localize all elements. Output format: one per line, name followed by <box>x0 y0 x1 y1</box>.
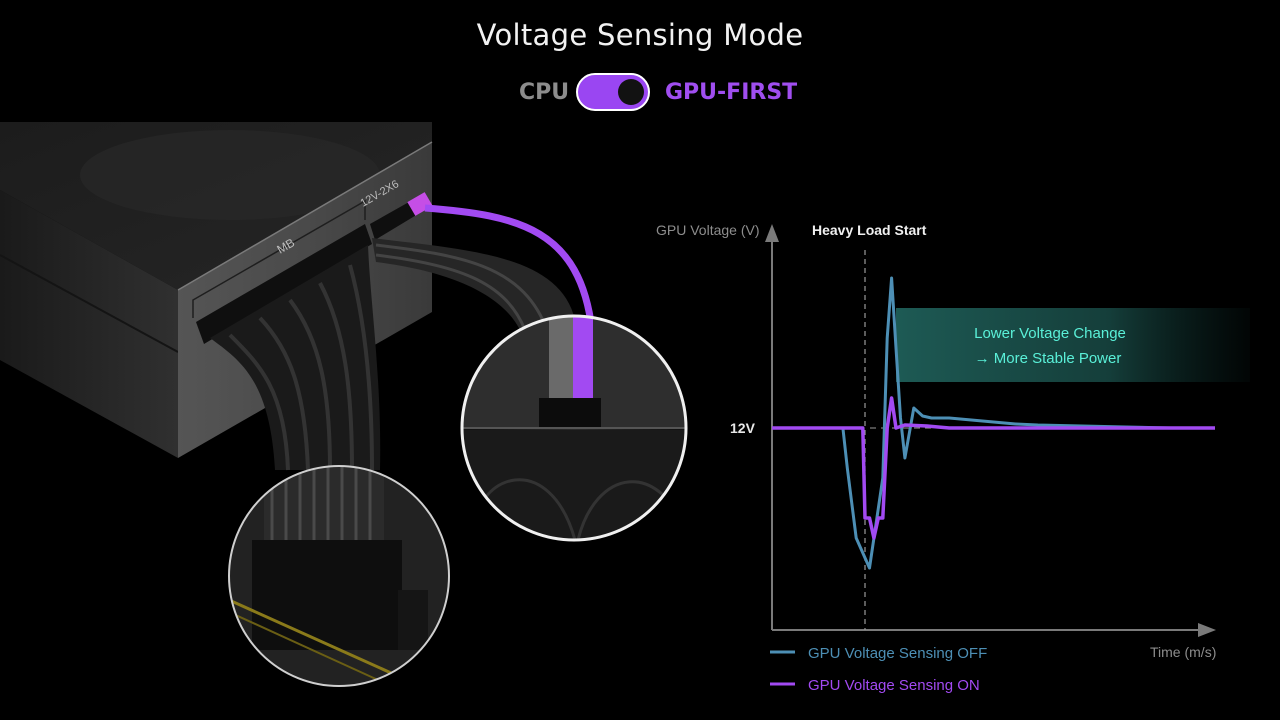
legend-label-sensing-on: GPU Voltage Sensing ON <box>808 677 980 694</box>
psu-illustration: MB 12V-2X6 <box>0 122 596 471</box>
annotation-line-2: → More Stable Power <box>975 350 1122 367</box>
y-axis-arrow <box>765 224 779 242</box>
heavy-load-start-label: Heavy Load Start <box>812 222 927 238</box>
series-line-sensing-off <box>772 276 1215 570</box>
voltage-chart: Lower Voltage Change → More Stable Power… <box>656 222 1250 694</box>
x-axis-arrow <box>1198 623 1216 637</box>
gpu-connector-zoom-lens <box>460 314 688 542</box>
sense-wire <box>424 204 596 331</box>
voltage-sensing-mode-switch[interactable] <box>576 73 650 111</box>
annotation-line-1: Lower Voltage Change <box>974 325 1126 342</box>
y-tick-12v: 12V <box>730 420 756 436</box>
annotation-band <box>896 308 1250 382</box>
psu-side-panel <box>0 190 178 458</box>
y-axis-label: GPU Voltage (V) <box>656 222 760 238</box>
page-title: Voltage Sensing Mode <box>476 18 804 52</box>
series-line-sensing-on <box>772 396 1215 540</box>
sense-pin-highlight <box>407 192 433 216</box>
psu-fan-outline <box>80 130 380 220</box>
gpu-first-mode-label[interactable]: GPU-FIRST <box>665 80 798 105</box>
mb-connector <box>196 224 372 344</box>
mb-cable-bundle <box>210 245 381 471</box>
voltage-sensing-toggle-row: CPU GPU-FIRST <box>0 72 1280 112</box>
x-axis-label: Time (m/s) <box>1150 644 1216 660</box>
legend-label-sensing-off: GPU Voltage Sensing OFF <box>808 645 987 662</box>
cpu-mode-label[interactable]: CPU <box>519 80 570 105</box>
gpu-cable-bundle <box>372 204 596 331</box>
switch-knob <box>618 79 644 105</box>
mb-connector-zoom-lens <box>228 465 450 687</box>
